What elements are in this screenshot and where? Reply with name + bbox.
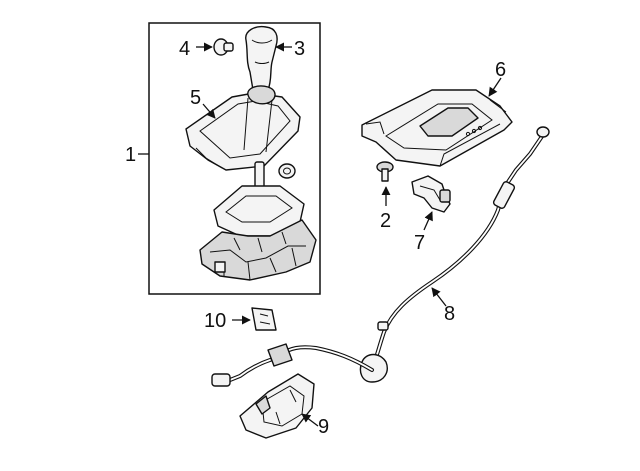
leader-7 (423, 211, 433, 231)
part-10-clip (251, 307, 277, 331)
leader-5 (202, 103, 216, 119)
callout-6: 6 (495, 59, 506, 81)
callout-9: 9 (318, 416, 329, 438)
part-7-bracket (411, 175, 451, 213)
part-bushing (278, 163, 296, 179)
part-shifter-base (199, 161, 317, 281)
part-2-bolt (376, 161, 394, 182)
part-9-cable-bracket (239, 373, 315, 439)
part-6-console-panel (361, 89, 513, 167)
leader-6 (488, 77, 502, 97)
part-5-shift-boot (185, 85, 301, 171)
leader-9 (301, 413, 319, 427)
callout-5: 5 (190, 87, 201, 109)
callout-10: 10 (204, 310, 226, 332)
callout-7: 7 (414, 232, 425, 254)
part-8-shift-cable (211, 126, 550, 387)
leader-8 (431, 287, 447, 307)
part-4-pin (213, 38, 234, 56)
part-3-shift-knob (245, 25, 278, 96)
callout-1: 1 (125, 144, 136, 166)
assembly-box (148, 22, 321, 295)
callout-2: 2 (380, 210, 391, 232)
callout-8: 8 (444, 303, 455, 325)
callout-3: 3 (294, 38, 305, 60)
callout-4: 4 (179, 38, 190, 60)
